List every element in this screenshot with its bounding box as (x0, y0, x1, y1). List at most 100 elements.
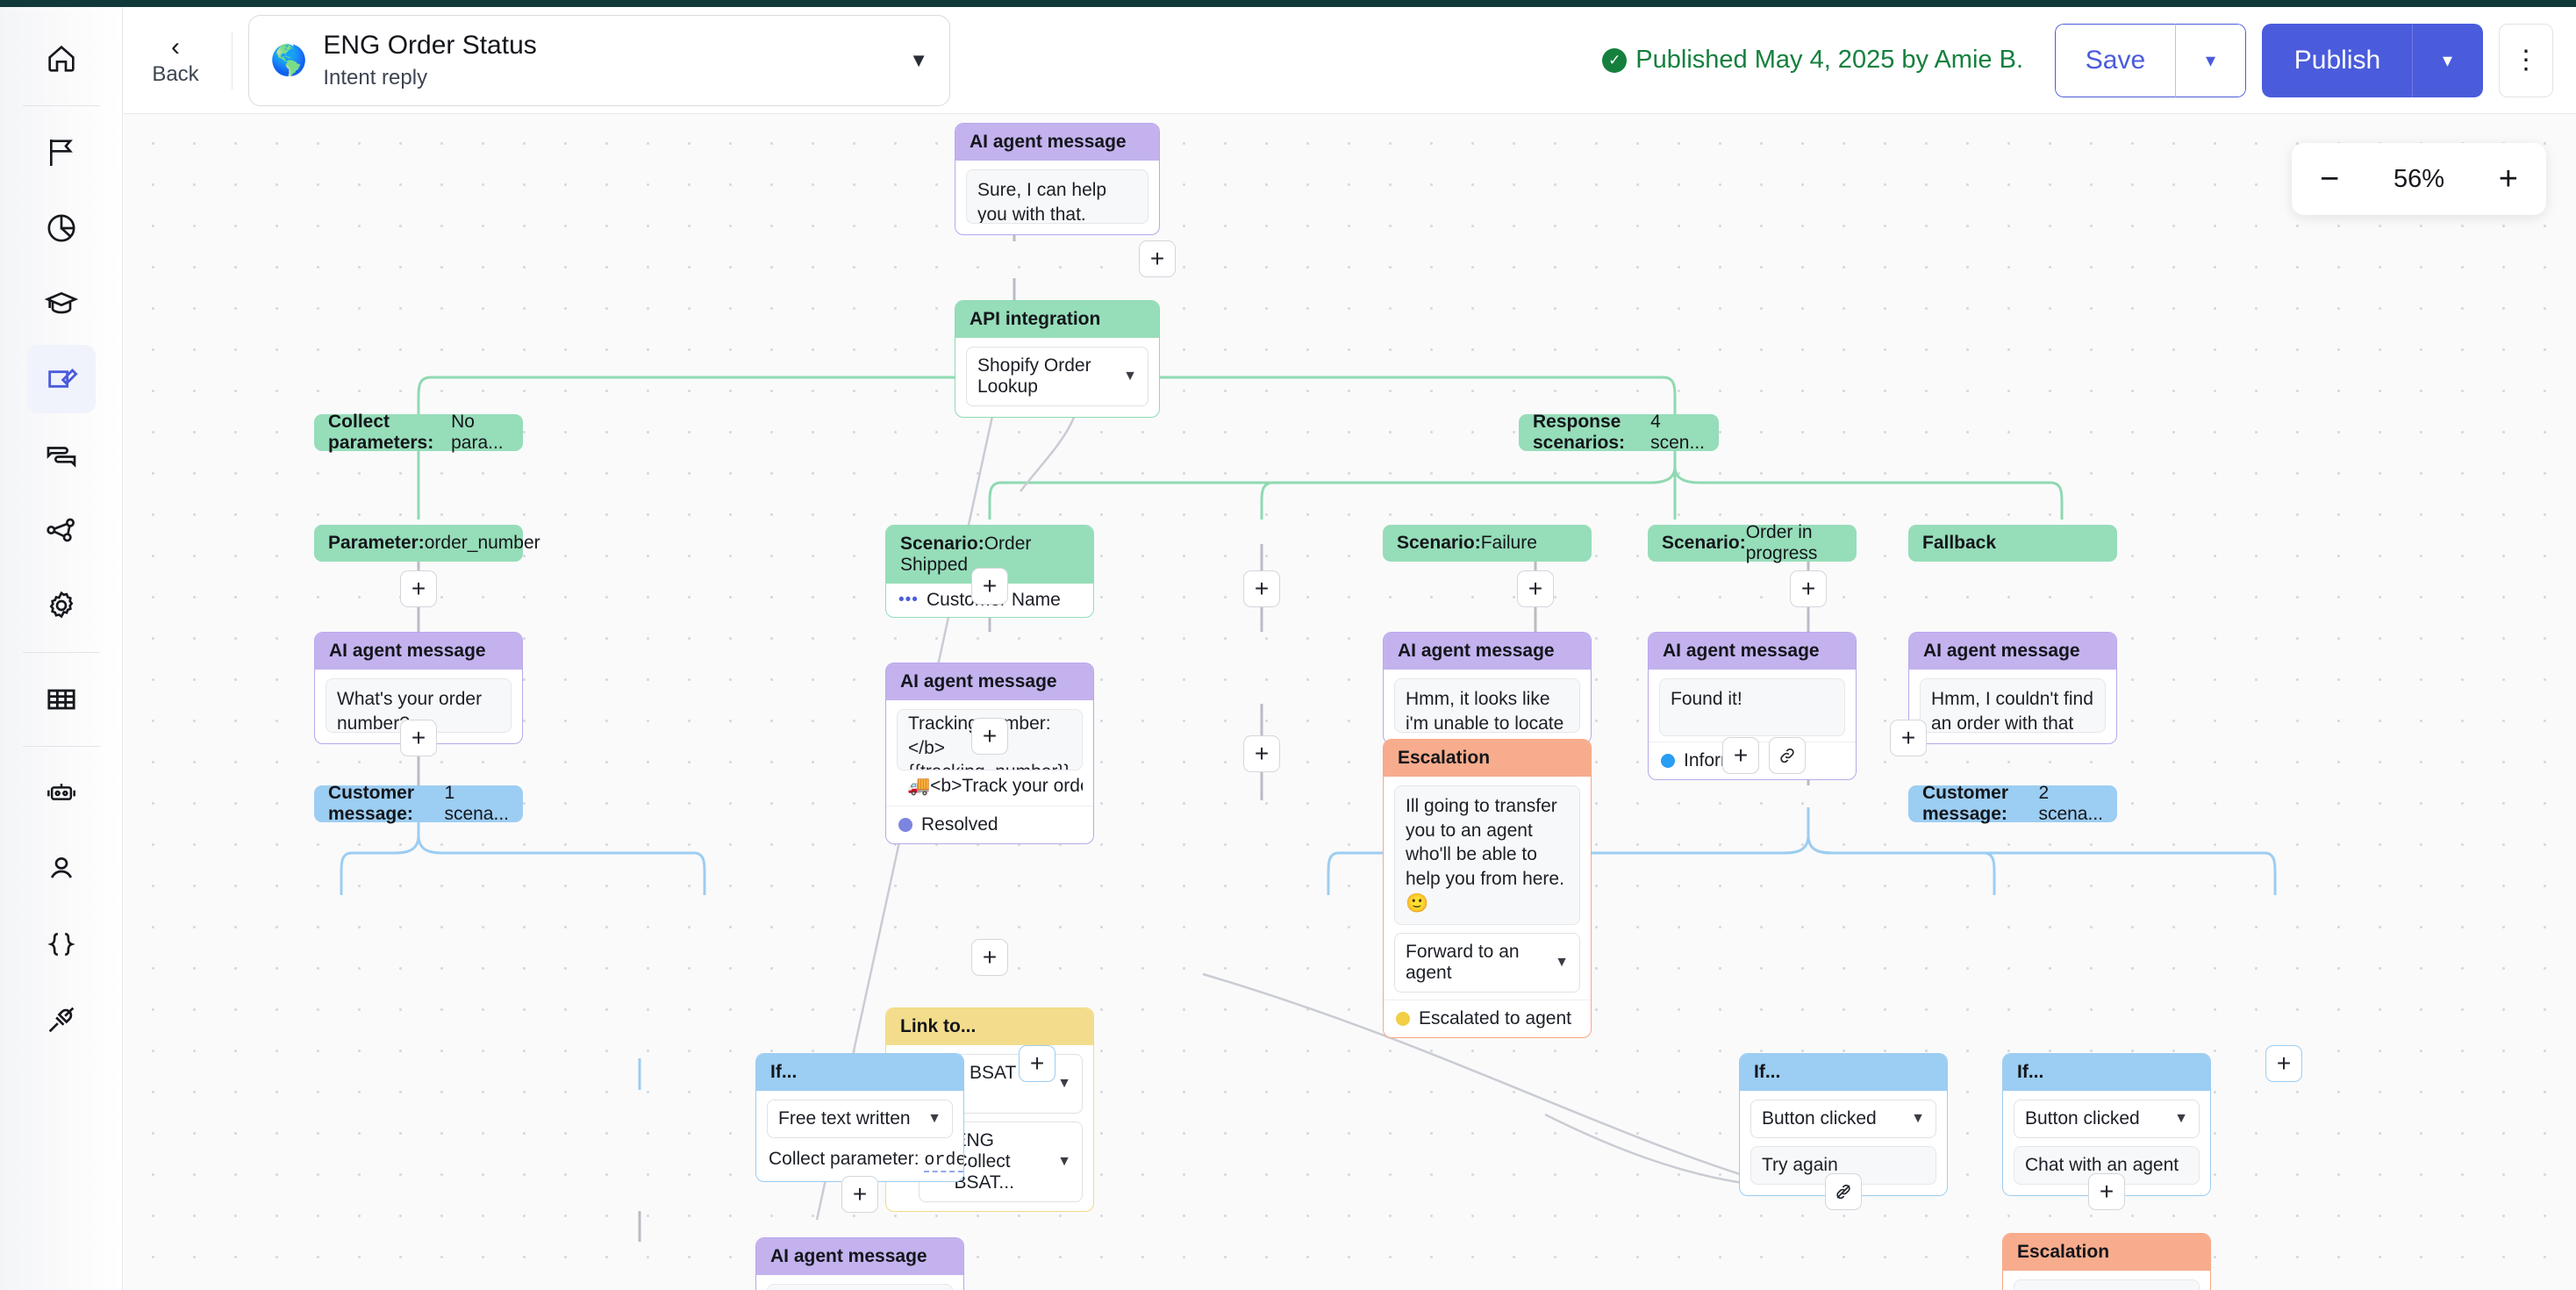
sidebar-item-apps[interactable] (27, 985, 96, 1054)
unlink-node-button[interactable] (1825, 1173, 1862, 1210)
zoom-control: − 56% + (2292, 143, 2546, 215)
chevron-down-icon: ▼ (1911, 1111, 1925, 1126)
add-node-button[interactable]: + (971, 939, 1008, 976)
add-node-button[interactable]: + (1243, 570, 1280, 607)
sidebar-item-integrations[interactable] (27, 496, 96, 564)
node-ai-thank-you[interactable]: AI agent message Thank you. Looking now. (755, 1237, 964, 1290)
sidebar-item-content-editor[interactable] (26, 345, 96, 413)
node-label: Scenario: (1397, 533, 1481, 553)
message-text[interactable]: Sure, I can help you with that. Let's ge… (966, 169, 1148, 224)
condition-value: Button clicked (1762, 1108, 1877, 1129)
save-dropdown-chevron-down-icon[interactable]: ▾ (2176, 23, 2246, 97)
message-text[interactable]: Thank you. Looking now. (767, 1284, 953, 1290)
message-text[interactable]: No worries, getting you in touch with an… (2014, 1279, 2200, 1290)
node-header: AI agent message (1649, 633, 1856, 670)
sidebar-item-bots[interactable] (27, 759, 96, 828)
node-customer-message-2[interactable]: Customer message:2 scena... (1908, 783, 2117, 824)
add-node-button[interactable]: + (971, 718, 1008, 755)
node-ai-couldnt-find[interactable]: AI agent message Hmm, I couldn't find an… (1908, 632, 2117, 744)
sidebar-item-conversations[interactable] (27, 420, 96, 489)
condition-detail-value: order_numb… (924, 1150, 963, 1172)
back-button[interactable]: ‹ Back (135, 32, 216, 87)
node-response-scenarios[interactable]: Response scenarios:4 scen... (1519, 412, 1719, 453)
condition-select[interactable]: Button clicked ▼ (2014, 1100, 2200, 1138)
chevron-down-icon: ▼ (1123, 369, 1137, 383)
back-button-label: Back (152, 61, 199, 86)
zoom-in-button[interactable]: + (2498, 161, 2518, 197)
sidebar-item-campaigns[interactable] (27, 118, 96, 187)
node-scenario-failure[interactable]: Scenario:Failure (1383, 525, 1592, 562)
node-label: Customer message: (1922, 783, 2009, 824)
add-node-button[interactable]: + (1517, 570, 1554, 607)
node-escalation-failure[interactable]: Escalation Ill going to transfer you to … (1383, 739, 1592, 1038)
node-fallback[interactable]: Fallback (1908, 525, 2117, 562)
message-text[interactable]: Hmm, I couldn't find an order with that … (1920, 678, 2106, 733)
more-vertical-icon[interactable]: ⋮ (2499, 23, 2553, 97)
sidebar-item-contacts[interactable] (27, 835, 96, 903)
link-node-button[interactable] (1769, 737, 1806, 774)
condition-select[interactable]: Button clicked ▼ (1750, 1100, 1936, 1138)
node-escalation-bottom[interactable]: Escalation No worries, getting you in to… (2002, 1233, 2211, 1290)
share-nodes-icon (46, 518, 75, 542)
robot-icon (47, 784, 75, 800)
add-node-button[interactable]: + (1790, 570, 1827, 607)
message-text-2: 🚚<b>Track your order:</b> <a (907, 776, 1083, 796)
message-text[interactable]: Hmm, it looks like i'm unable to locate … (1394, 678, 1580, 733)
node-header: If... (756, 1054, 963, 1091)
node-if-try-again[interactable]: If... Button clicked ▼ Try again (1739, 1053, 1948, 1196)
node-ai-greeting[interactable]: AI agent message Sure, I can help you wi… (955, 123, 1160, 235)
publish-button[interactable]: Publish (2262, 23, 2413, 97)
add-node-button[interactable]: + (400, 570, 437, 607)
node-scenario-order-in-progress[interactable]: Scenario:Order in progress (1648, 522, 1857, 563)
node-ai-unable-locate[interactable]: AI agent message Hmm, it looks like i'm … (1383, 632, 1592, 744)
node-header: AI agent message (756, 1238, 963, 1275)
condition-detail-label: Collect parameter: (769, 1149, 925, 1169)
flow-canvas[interactable]: AI agent message Sure, I can help you wi… (124, 114, 2576, 1290)
add-node-button[interactable]: + (1139, 240, 1176, 277)
node-api-integration[interactable]: API integration Shopify Order Lookup ▼ (955, 300, 1160, 418)
add-node-button[interactable]: + (2088, 1173, 2125, 1210)
node-header: AI agent message (955, 124, 1159, 161)
sidebar-item-home[interactable] (27, 25, 96, 93)
chevron-left-icon: ‹ (171, 32, 180, 61)
add-node-button[interactable]: + (971, 568, 1008, 605)
flow-selector[interactable]: 🌎 ENG Order Status Intent reply ▼ (248, 14, 950, 106)
node-value: Order Shipped (900, 534, 1032, 575)
unlink-icon (1836, 1184, 1850, 1200)
node-if-free-text[interactable]: If... Free text written ▼ Collect parame… (755, 1053, 964, 1182)
message-text[interactable]: Found it!The status of your order (1659, 678, 1845, 736)
node-parameter-order-number[interactable]: Parameter:order_number (314, 525, 540, 562)
add-node-button[interactable]: + (1722, 737, 1759, 774)
add-branch-button[interactable]: + (1019, 1045, 1055, 1082)
link-icon (1780, 748, 1794, 763)
zoom-out-button[interactable]: − (2320, 161, 2340, 197)
escalation-action-select[interactable]: Forward to an agent ▼ (1394, 932, 1580, 993)
api-select[interactable]: Shopify Order Lookup ▼ (966, 347, 1148, 406)
status-label: Resolved (921, 814, 998, 835)
add-node-button[interactable]: + (1890, 720, 1927, 756)
sidebar-item-developer[interactable] (27, 910, 96, 978)
node-value: 1 scena... (444, 783, 509, 824)
node-label: Customer message: (328, 783, 415, 824)
add-node-button[interactable]: + (841, 1176, 878, 1213)
sidebar-item-data-tables[interactable] (27, 665, 96, 734)
add-node-button[interactable]: + (1243, 735, 1280, 772)
node-body: Thank you. Looking now. (756, 1275, 963, 1290)
sidebar-item-reports[interactable] (27, 194, 96, 262)
add-node-button[interactable]: + (400, 720, 437, 756)
sidebar-item-settings[interactable] (27, 571, 96, 640)
publish-dropdown-chevron-down-icon[interactable]: ▾ (2413, 23, 2483, 97)
message-text[interactable]: Ill going to transfer you to an agent wh… (1394, 785, 1580, 925)
chevron-down-icon: ▼ (1555, 954, 1569, 970)
link-target-value: ENG Collect BSAT... (954, 1130, 1014, 1193)
save-button[interactable]: Save (2055, 23, 2176, 97)
node-collect-parameters[interactable]: Collect parameters:No para... (314, 412, 523, 453)
sidebar-item-academy[interactable] (27, 269, 96, 338)
condition-select[interactable]: Free text written ▼ (767, 1100, 953, 1138)
add-branch-button[interactable]: + (2265, 1045, 2302, 1082)
node-customer-message-1[interactable]: Customer message: 1 scena... (314, 783, 523, 824)
escalation-action-value: Forward to an agent (1406, 941, 1520, 983)
node-label: Response scenarios: (1533, 412, 1626, 453)
flow-subtitle: Intent reply (323, 65, 428, 90)
top-accent-bar (0, 0, 2576, 7)
